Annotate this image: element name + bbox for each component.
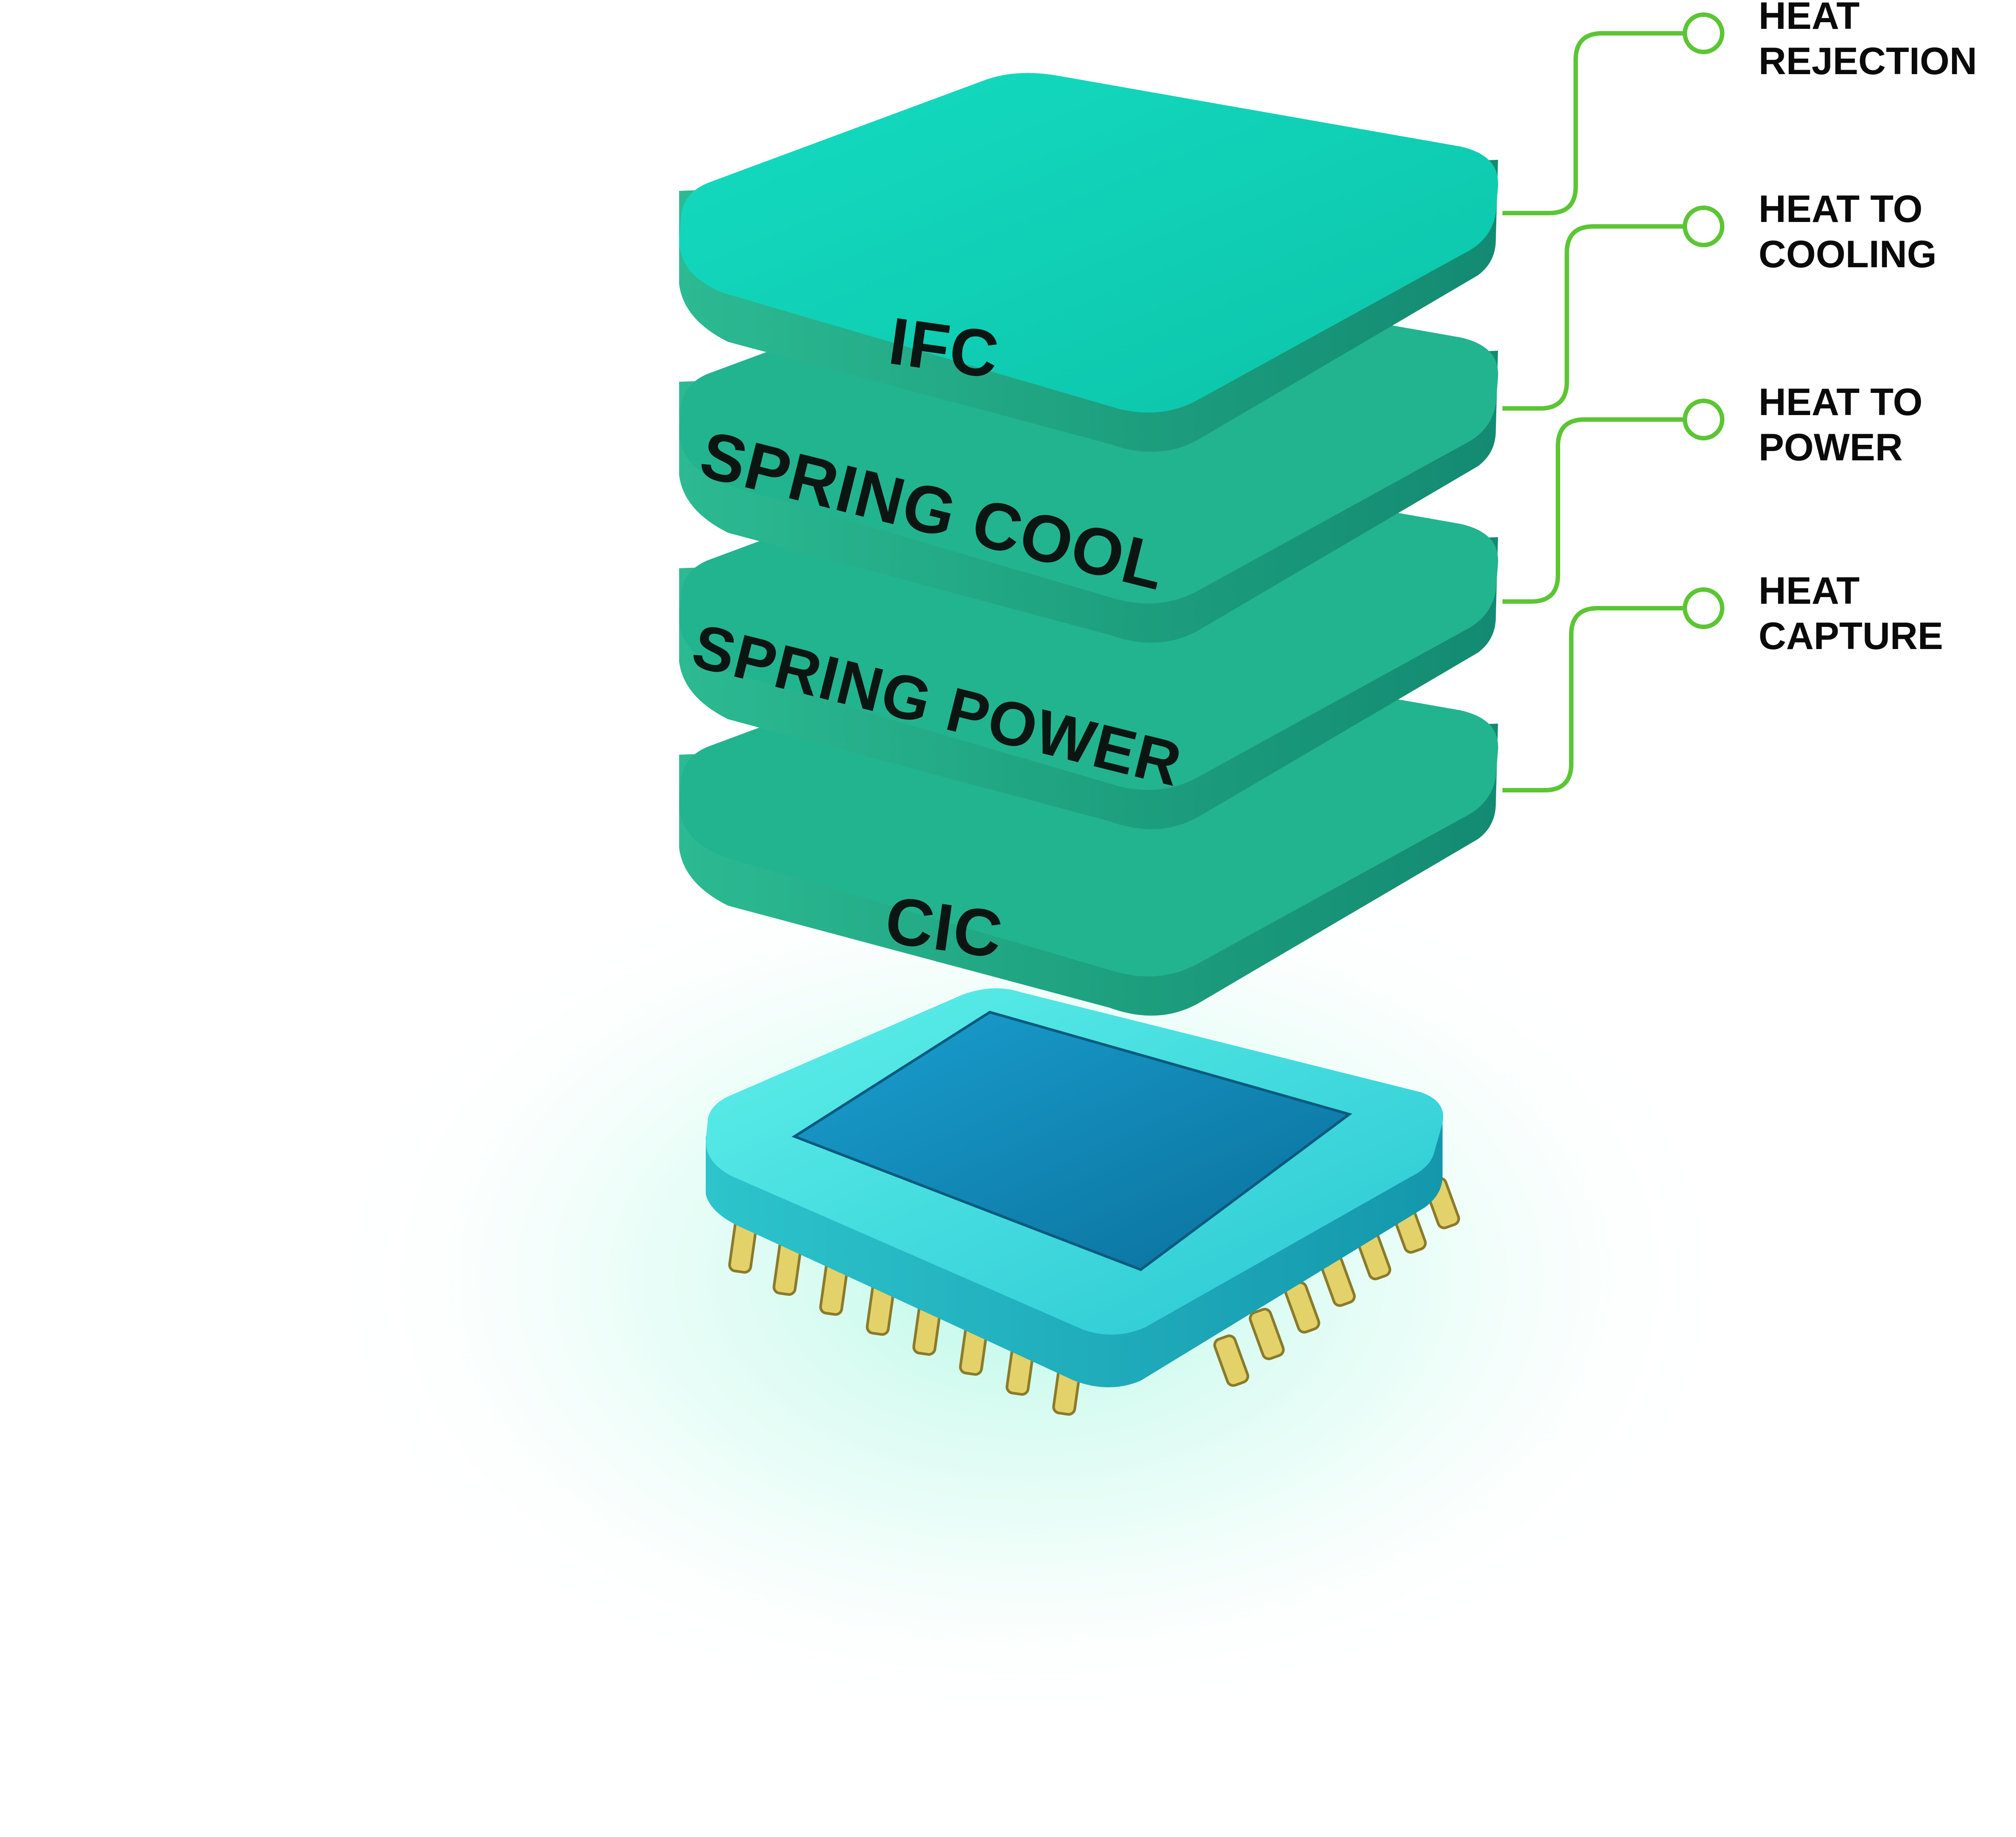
callout-line1: HEAT TO [1759,188,1923,230]
connector-line [1502,606,1685,792]
layer-top [679,73,1498,413]
connector-line [1502,224,1685,411]
callout-line1: HEAT [1759,570,1860,612]
chip-die [791,1010,1352,1271]
connector-line [1502,417,1685,604]
connector-node [1683,587,1724,629]
callout-line1: HEAT TO [1759,381,1923,424]
connector-node [1683,399,1724,440]
layer-ifc: IFC [679,73,1498,452]
callout-line2: POWER [1759,426,1903,469]
connector-node [1683,12,1724,54]
connector-line [1502,31,1685,215]
connector-node [1683,206,1724,247]
callout-line2: CAPTURE [1759,615,1943,657]
callout-line1: HEAT [1759,0,1860,37]
callout-line2: COOLING [1759,233,1937,276]
chip-icon [706,988,1460,1416]
layer-label-cic: CIC [881,882,1008,972]
callout-line2: REJECTION [1759,40,1977,83]
layer-label-ifc: IFC [885,303,1004,392]
